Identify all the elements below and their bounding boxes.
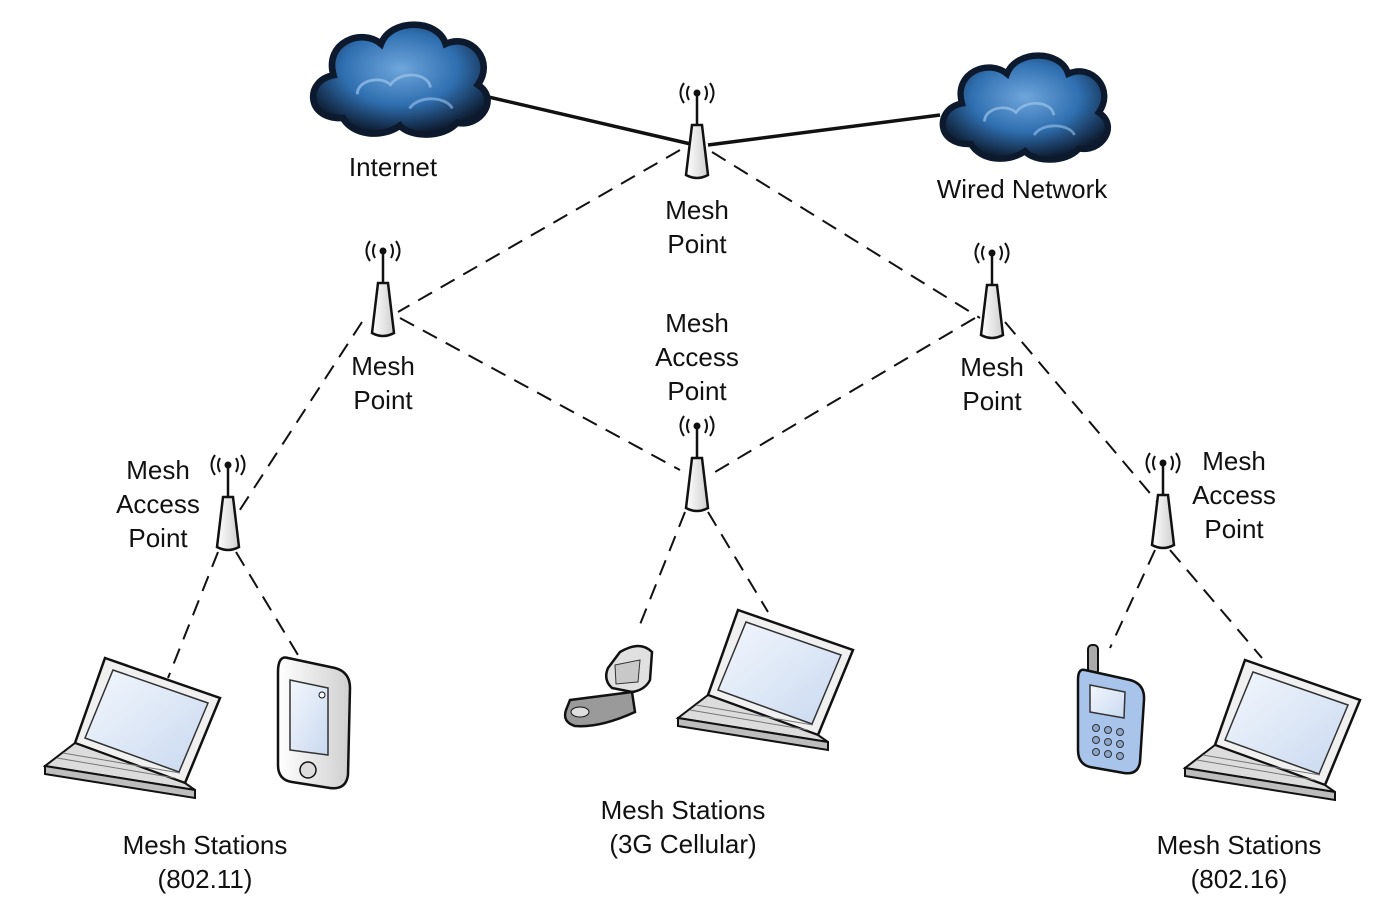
laptop-icon: [676, 608, 855, 752]
mesh-stations-80211-label: Mesh Stations(802.11): [122, 830, 288, 894]
flip-phone-icon: [563, 644, 654, 728]
antenna-icon: [974, 241, 1010, 340]
mesh-stations-80216-label: Mesh Stations(802.16): [1156, 830, 1322, 894]
cloud-icon: [943, 56, 1108, 160]
antenna-icon: [365, 239, 401, 338]
wired-network-label: Wired Network: [936, 174, 1108, 204]
internet-label: Internet: [348, 152, 438, 182]
antenna-icon: [1145, 451, 1181, 550]
laptop-icon: [43, 656, 222, 800]
mesh-stations-3g-label: Mesh Stations(3G Cellular): [600, 795, 766, 859]
cell-phone-icon: [1076, 644, 1146, 775]
antenna-icon: [210, 453, 246, 552]
laptop-icon: [1183, 658, 1362, 802]
antenna-icon: [679, 414, 715, 513]
cloud-icon: [313, 25, 487, 135]
antenna-icon: [679, 81, 715, 180]
pda-icon: [276, 656, 352, 790]
